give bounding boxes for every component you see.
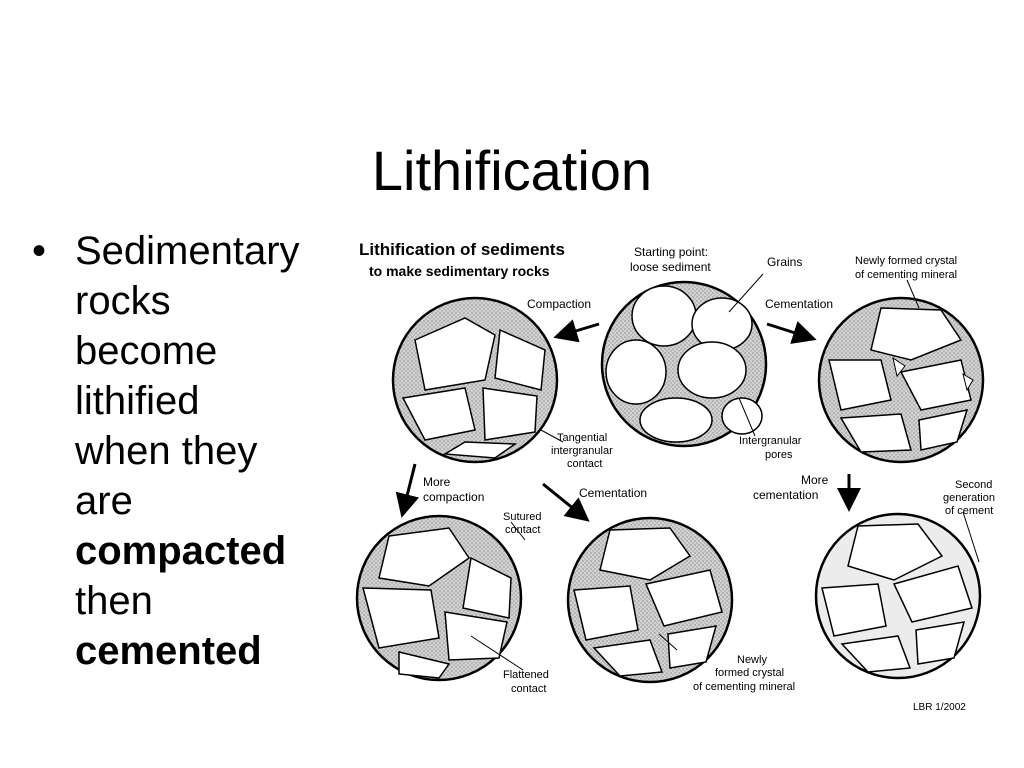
label-newly-top-2: of cementing mineral — [855, 269, 957, 281]
bullet-dot: • — [32, 229, 47, 273]
circle-cementation-2 — [566, 516, 734, 684]
figure-title-line2: to make sedimentary rocks — [369, 263, 550, 279]
label-pores-2: pores — [765, 449, 793, 461]
lithification-diagram-svg: Lithification of sediments to make sedim… — [355, 240, 995, 713]
bullet-text: Sedimentary rocks become lithified when they… — [75, 226, 345, 676]
label-newly-bottom-3: of cementing mineral — [693, 681, 795, 693]
label-second-2: generation — [943, 492, 995, 504]
circle-more-cementation — [814, 512, 982, 680]
label-cementation-mid: Cementation — [579, 486, 647, 500]
label-newly-top-1: Newly formed crystal — [855, 255, 957, 267]
arrow-more-compaction — [395, 463, 420, 518]
label-compaction: Compaction — [527, 297, 591, 311]
slide-title: Lithification — [371, 138, 653, 202]
label-sutured-1: Sutured — [503, 511, 542, 523]
label-newly-bottom-1: Newly — [737, 654, 767, 666]
label-second-1: Second — [955, 479, 992, 491]
bullet-line: are — [75, 479, 133, 523]
label-cementation-top: Cementation — [765, 297, 833, 311]
bullet-line: become — [75, 329, 218, 373]
label-second-3: of cement — [945, 505, 993, 517]
label-tangential-3: contact — [567, 458, 602, 470]
bullet-line: then — [75, 579, 153, 623]
bullet-line: cemented — [75, 629, 262, 673]
label-pores-1: Intergranular — [739, 435, 802, 447]
bullet-line: lithified — [75, 379, 200, 423]
bullet-line: compacted — [75, 529, 287, 573]
figure-credit: LBR 1/2002 — [913, 702, 966, 713]
label-more-cementation-1: More — [801, 473, 829, 487]
label-tangential-2: intergranular — [551, 445, 613, 457]
label-flattened-2: contact — [511, 683, 546, 695]
lithification-diagram: Lithification of sediments to make sedim… — [347, 222, 1016, 722]
circle-compaction — [391, 296, 559, 464]
label-sutured-2: contact — [505, 524, 540, 536]
label-grains: Grains — [767, 255, 802, 269]
circle-cementation — [817, 296, 985, 464]
label-starting-point-2: loose sediment — [630, 260, 711, 274]
bullet-line: Sedimentary — [75, 229, 300, 273]
label-more-cementation-2: cementation — [753, 488, 818, 502]
figure-title-line1: Lithification of sediments — [359, 240, 565, 259]
label-starting-point-1: Starting point: — [634, 245, 708, 259]
label-flattened-1: Flattened — [503, 669, 549, 681]
label-newly-bottom-2: formed crystal — [715, 667, 784, 679]
label-tangential-1: Tangential — [557, 432, 607, 444]
label-more-compaction-1: More — [423, 475, 451, 489]
bullet-line: rocks — [75, 279, 171, 323]
circle-more-compaction — [355, 514, 523, 682]
leader-lines — [470, 273, 980, 671]
arrow-cementation — [766, 321, 817, 344]
arrow-compaction — [553, 319, 600, 343]
bullet-line: when they — [75, 429, 258, 473]
arrow-cementation-2 — [542, 482, 590, 522]
label-more-compaction-2: compaction — [423, 490, 484, 504]
circle-starting-sediment — [600, 280, 768, 448]
